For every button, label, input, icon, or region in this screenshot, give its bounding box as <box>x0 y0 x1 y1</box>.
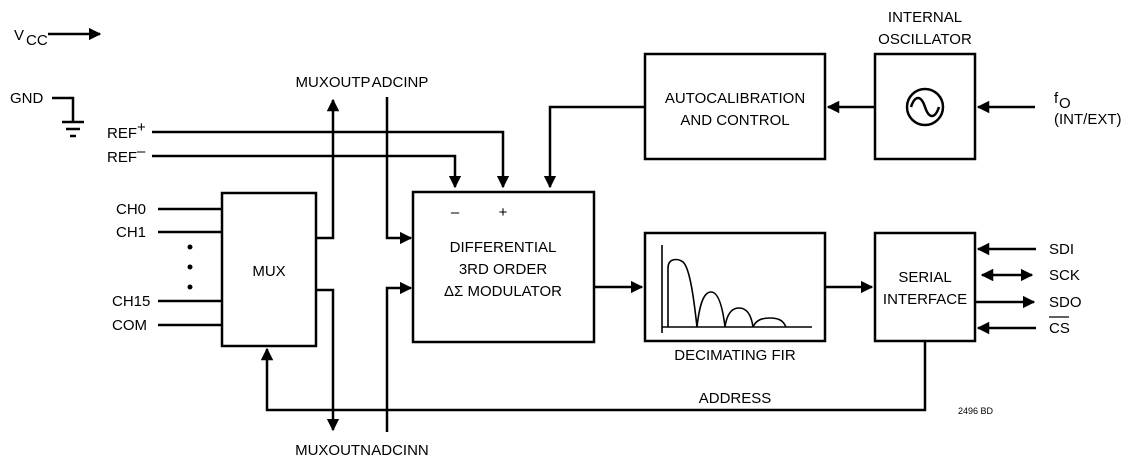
modulator-plus-terminal: + <box>499 204 508 221</box>
ref-plus-wire <box>152 130 510 189</box>
autocal-line1: AUTOCALIBRATION <box>665 90 805 107</box>
autocal-line2: AND CONTROL <box>680 112 789 129</box>
gnd-label: GND <box>10 90 44 107</box>
modulator-line1: DIFFERENTIAL <box>450 239 557 256</box>
adcinn-label: ADCINN <box>371 442 429 459</box>
gnd-wire <box>52 96 75 122</box>
ch0-label: CH0 <box>116 201 146 218</box>
serial-line2: INTERFACE <box>883 291 967 308</box>
f0-label: f <box>1054 90 1059 107</box>
osc-title-line2: OSCILLATOR <box>878 31 972 48</box>
ellipsis-dot <box>187 244 193 250</box>
autocal-to-modulator-wire <box>543 105 645 189</box>
modulator-block <box>411 190 596 344</box>
modulator-minus-terminal: – <box>451 204 460 221</box>
muxoutp-wire <box>316 98 340 240</box>
f0-note: (INT/EXT) <box>1054 111 1122 128</box>
ch1-label: CH1 <box>116 224 146 241</box>
ref-plus-input: REF + <box>107 119 510 189</box>
sck-label: SCK <box>1049 267 1080 284</box>
serial-interface-block <box>873 231 977 343</box>
sdo-label: SDO <box>1049 294 1082 311</box>
f0-subscript: O <box>1059 95 1071 112</box>
muxoutp-label: MUXOUTP <box>296 74 371 91</box>
fir-label: DECIMATING FIR <box>674 347 796 364</box>
ref-minus-input: REF – <box>107 143 462 189</box>
adcinp-label: ADCINP <box>372 74 429 91</box>
muxoutn-label: MUXOUTN <box>295 442 371 459</box>
address-wire <box>260 341 927 412</box>
modulator-line3: ΔΣ MODULATOR <box>444 283 562 300</box>
ref-minus-sup: – <box>137 143 146 160</box>
ellipsis-dot <box>187 264 193 270</box>
cs-label: CS <box>1049 320 1070 337</box>
vcc-subscript: CC <box>26 32 48 49</box>
fir-block <box>643 231 827 343</box>
adcinn-wire <box>385 281 413 432</box>
vcc-label: V <box>14 27 24 44</box>
sine-wave-icon <box>905 87 945 127</box>
vcc-pin: V CC <box>14 27 102 49</box>
address-label: ADDRESS <box>699 390 772 407</box>
figure-id: 2496 BD <box>958 406 994 416</box>
sdi-label: SDI <box>1049 241 1074 258</box>
mux-block <box>220 191 318 348</box>
com-label: COM <box>112 317 147 334</box>
ref-plus-label: REF <box>107 125 137 142</box>
muxoutn-wire <box>316 288 340 432</box>
ch15-label: CH15 <box>112 293 150 310</box>
gnd-pin: GND <box>10 90 84 138</box>
ref-minus-label: REF <box>107 149 137 166</box>
adcinp-wire <box>385 97 413 245</box>
ref-plus-sup: + <box>137 119 146 136</box>
osc-title-line1: INTERNAL <box>888 9 962 26</box>
mux-label: MUX <box>252 263 285 280</box>
serial-line1: SERIAL <box>898 269 951 286</box>
modulator-line2: 3RD ORDER <box>459 261 548 278</box>
ellipsis-dot <box>187 284 193 290</box>
ref-minus-wire <box>152 154 462 189</box>
channel-inputs: CH0 CH1 CH15 COM <box>112 201 222 334</box>
fir-response-icon <box>661 245 812 333</box>
